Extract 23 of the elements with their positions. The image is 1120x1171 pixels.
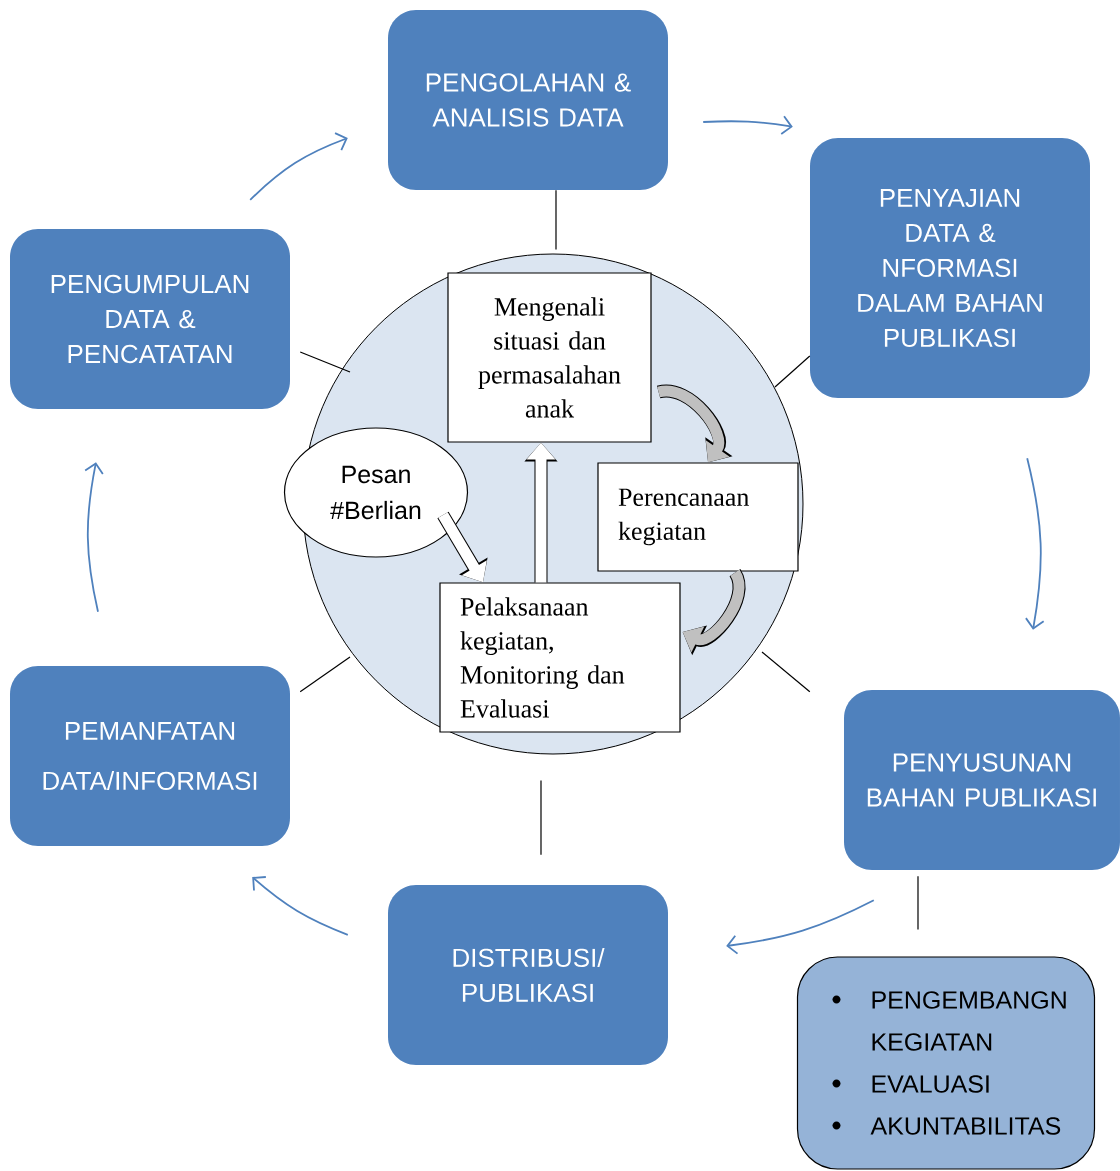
text-box: Mengenali situasi dan permasalahan anak: [447, 272, 652, 443]
connector-line: [540, 779, 542, 856]
process-box: PENGOLAHAN & ANALISIS DATA: [388, 10, 668, 190]
process-box: DISTRIBUSI/ PUBLIKASI: [388, 885, 668, 1065]
arrow: [702, 115, 793, 135]
arrow: [726, 899, 875, 955]
process-box: PENYUSUNAN BAHAN PUBLIKASI: [844, 690, 1120, 870]
bullet-list-box: PENGEMBANGN KEGIATAN EVALUASI AKUNTABILITAS: [796, 956, 1096, 1170]
connector-line: [774, 355, 811, 388]
text-box: Perencanaan kegiatan: [597, 462, 799, 572]
connector-line: [299, 351, 351, 373]
arrow: [1025, 457, 1045, 630]
process-box: PENGUMPULAN DATA & PENCATATAN: [10, 229, 290, 409]
arrow: [84, 462, 104, 613]
text-box: Pelaksanaan kegiatan, Monitoring dan Evaluasi: [439, 582, 681, 733]
connector-line: [761, 651, 811, 693]
process-box: PENYAJIAN DATA & NFORMASI DALAM BAHAN PUBLIKASI: [810, 138, 1090, 398]
process-box: PEMANFATAN DATA/INFORMASI: [10, 666, 290, 846]
connector-line: [917, 875, 919, 930]
connector-line: [555, 189, 557, 251]
arrow: [249, 132, 348, 201]
arrow: [252, 876, 349, 936]
connector-line: [299, 656, 351, 693]
